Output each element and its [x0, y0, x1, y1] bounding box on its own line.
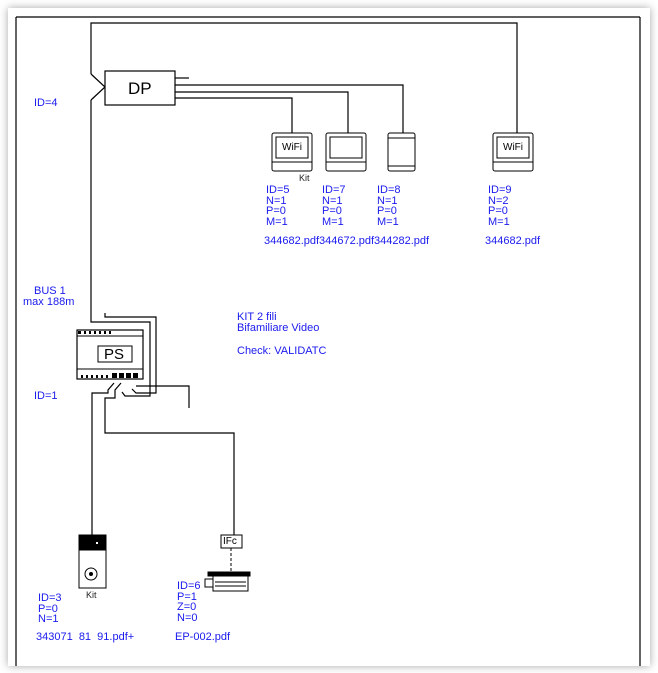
monitor-8-pdf[interactable]: 344282.pdf	[374, 235, 430, 247]
title-line-2: Bifamiliare Video	[237, 322, 320, 334]
wire-ps-loop	[104, 313, 157, 394]
monitor-8	[387, 132, 416, 172]
monitor-5-screen-label: WiFi	[282, 142, 302, 153]
camera-n: N=0	[177, 611, 198, 624]
camera-interface	[220, 534, 243, 572]
monitor-5-pdf[interactable]: 344682.pdf	[264, 235, 320, 247]
monitor-8-info: ID=8 N=1 P=0 M=1	[377, 185, 401, 227]
camera-body	[204, 571, 251, 592]
wire-dp-to-monitor-7	[175, 91, 349, 135]
monitor-5-n: N=1	[266, 194, 287, 207]
sheet-border	[15, 16, 641, 666]
power-supply-id: ID=1	[34, 390, 58, 402]
entrance-panel-kit-label: Kit	[86, 590, 97, 600]
camera-info: ID=6 P=1 Z=0 N=0	[177, 581, 201, 623]
monitor-7	[325, 132, 367, 172]
bus-name: BUS 1	[34, 285, 66, 297]
camera-pdf[interactable]: EP-002.pdf	[175, 631, 231, 643]
ps-top-terminals	[78, 331, 111, 334]
entrance-panel-p: P=0	[38, 602, 58, 615]
monitor-9-pdf[interactable]: 344682.pdf	[485, 235, 541, 247]
ps-bottom-terminals	[81, 373, 138, 378]
camera-z: Z=0	[177, 601, 197, 613]
wire-ps-to-panel	[91, 382, 115, 535]
monitor-8-m: M=1	[377, 215, 399, 228]
monitor-5-p: P=0	[266, 205, 286, 217]
monitor-9-info: ID=9 N=2 P=0 M=1	[488, 185, 512, 227]
monitor-7-id: ID=7	[322, 184, 346, 196]
bus-wires	[90, 22, 518, 535]
power-supply-module	[76, 329, 144, 380]
wire-dp-to-monitor-9	[90, 22, 518, 135]
check-status: Check: VALIDATC	[237, 346, 327, 357]
monitor-9-screen-label: WiFi	[503, 142, 523, 153]
entrance-panel-id: ID=3	[38, 592, 62, 604]
monitor-9-id: ID=9	[488, 184, 512, 196]
distributor-label: DP	[128, 79, 152, 98]
wire-dp-to-monitor-8	[175, 84, 404, 135]
monitor-7-info: ID=7 N=1 P=0 M=1	[322, 185, 346, 227]
monitor-5-info: ID=5 N=1 P=0 M=1	[266, 185, 290, 227]
wire-ps-stub	[136, 385, 190, 408]
wire-ps-to-camera	[104, 382, 235, 535]
monitor-5-id: ID=5	[266, 184, 290, 196]
title-line-1: KIT 2 fili	[237, 311, 277, 323]
distributor-box	[104, 70, 176, 106]
monitor-7-pdf[interactable]: 344672.pdf	[319, 235, 375, 247]
entrance-panel	[78, 534, 107, 589]
monitor-9-n: N=2	[488, 194, 509, 207]
wire-dp-to-ps	[90, 100, 151, 397]
distributor-id: ID=4	[34, 97, 58, 109]
bus-max-length: max 188m	[23, 296, 75, 308]
entrance-panel-info: ID=3 P=0 N=1	[38, 593, 62, 625]
monitor-5-m: M=1	[266, 215, 288, 228]
camera-interface-label: IFc	[223, 536, 237, 547]
monitor-8-n: N=1	[377, 194, 398, 207]
camera-p: P=1	[177, 590, 197, 603]
monitor-5	[271, 132, 313, 172]
monitor-7-n: N=1	[322, 194, 343, 207]
monitor-7-p: P=0	[322, 205, 342, 217]
camera-id: ID=6	[177, 580, 201, 592]
power-supply-label: PS	[104, 346, 125, 363]
monitor-9-p: P=0	[488, 205, 508, 217]
monitor-9-m: M=1	[488, 215, 510, 228]
monitor-8-p: P=0	[377, 205, 397, 217]
monitor-8-id: ID=8	[377, 184, 401, 196]
wire-dp-to-monitor-5	[175, 97, 293, 135]
entrance-panel-n: N=1	[38, 613, 59, 625]
dp-input-chevron	[90, 73, 106, 101]
monitor-5-kit-label: Kit	[299, 173, 310, 183]
monitor-9	[492, 132, 534, 172]
monitor-7-m: M=1	[322, 215, 344, 228]
entrance-panel-pdf[interactable]: 343071 81 91.pdf+	[36, 631, 135, 643]
